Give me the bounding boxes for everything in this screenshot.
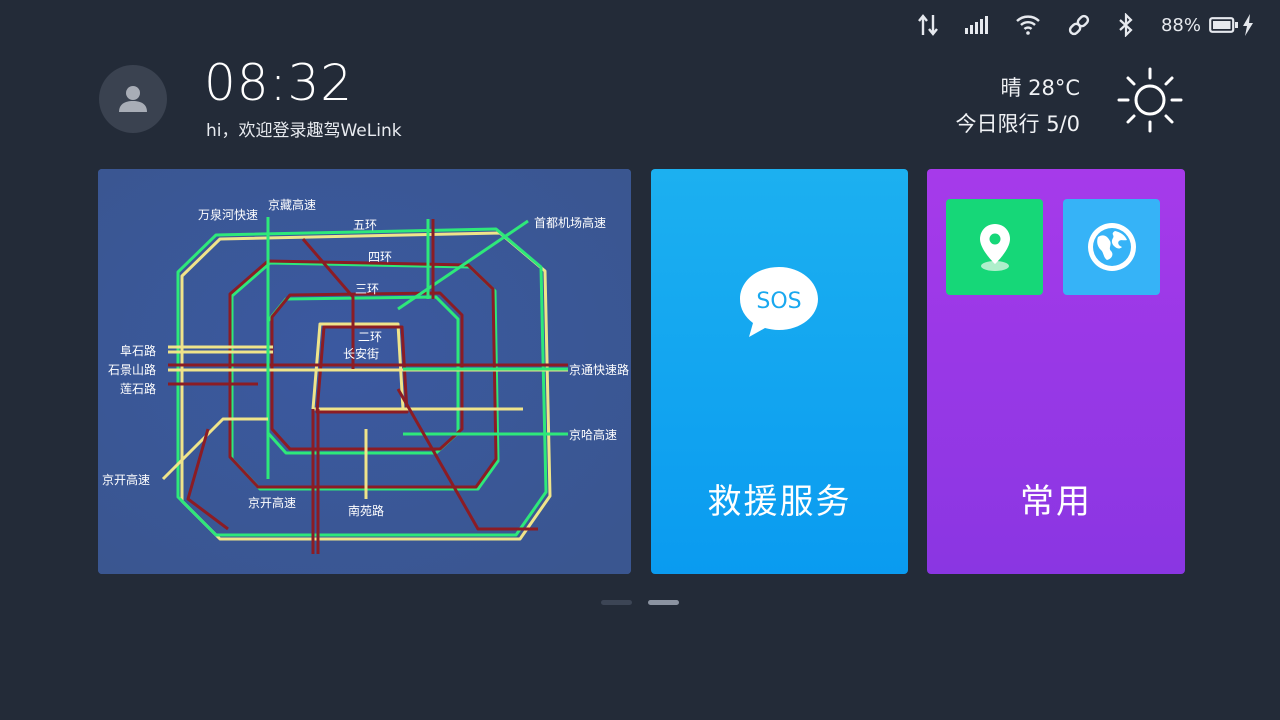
- browser-app-tile[interactable]: [1063, 199, 1160, 295]
- road-fushi: [168, 345, 273, 354]
- signal-icon: [964, 15, 989, 35]
- label-shijingshan: 石景山路: [108, 362, 156, 377]
- rescue-service-card[interactable]: SOS 救援服务: [651, 169, 908, 574]
- road-airport: [397, 219, 529, 311]
- road-jingzang-b: [301, 238, 355, 369]
- road-ring-east: [396, 388, 538, 531]
- road-sanhuan-b: [270, 291, 464, 451]
- road-jingkai-left: [161, 417, 268, 481]
- weather-info[interactable]: 晴 28°C 今日限行 5/0: [956, 70, 1080, 142]
- label-nanyuan: 南苑路: [348, 503, 384, 518]
- sos-text: SOS: [756, 289, 801, 314]
- label-jingkai-left: 京开高速: [102, 472, 150, 487]
- favorites-card[interactable]: 常用: [927, 169, 1185, 574]
- label-jingkai: 京开高速: [248, 495, 296, 510]
- wifi-icon: [1015, 14, 1041, 36]
- clock-time: 08:32: [204, 54, 354, 112]
- data-transfer-icon: [917, 13, 939, 37]
- link-icon: [1067, 13, 1091, 37]
- label-fushi: 阜石路: [120, 343, 156, 358]
- favorites-title: 常用: [1020, 482, 1092, 522]
- label-jingha: 京哈高速: [569, 427, 617, 442]
- page-dot-2[interactable]: [648, 600, 679, 605]
- label-jingzang: 京藏高速: [268, 197, 316, 212]
- label-sihuan: 四环: [368, 250, 392, 264]
- bluetooth-icon: [1117, 13, 1135, 37]
- map-pin-icon: [979, 224, 1010, 271]
- navigation-app-tile[interactable]: [946, 199, 1043, 295]
- weather-text: 晴 28°C: [1000, 76, 1080, 100]
- label-erhuan: 二环: [358, 330, 382, 344]
- user-avatar[interactable]: [99, 65, 167, 133]
- battery-icon: [1209, 14, 1254, 36]
- welcome-text: hi，欢迎登录趣驾WeLink: [206, 121, 402, 141]
- status-bar: 88%: [917, 10, 1254, 40]
- charging-icon: [1243, 14, 1253, 36]
- user-icon: [119, 86, 147, 112]
- battery-percent: 88%: [1160, 14, 1201, 36]
- sos-bubble-icon: SOS: [740, 267, 818, 337]
- sun-icon: [1117, 67, 1183, 137]
- traffic-map-card[interactable]: 万泉河快速 京藏高速 五环 首都机场高速 四环 三环 二环 长安街 阜石路 石景…: [98, 169, 631, 574]
- page-dot-1[interactable]: [601, 600, 632, 605]
- label-jingtong: 京通快速路: [569, 362, 629, 377]
- road-sw: [186, 428, 229, 531]
- traffic-map: 万泉河快速 京藏高速 五环 首都机场高速 四环 三环 二环 长安街 阜石路 石景…: [98, 169, 631, 574]
- label-sanhuan: 三环: [355, 282, 379, 296]
- traffic-restriction-text: 今日限行 5/0: [955, 112, 1080, 136]
- globe-icon: [1087, 223, 1136, 271]
- road-erhuan-b: [315, 325, 409, 414]
- label-shoudu: 首都机场高速: [534, 215, 606, 230]
- label-wuhuan: 五环: [353, 218, 377, 232]
- label-lianshi: 莲石路: [120, 381, 156, 396]
- label-wanquanhe: 万泉河快速: [198, 208, 258, 222]
- page-indicator: [601, 600, 679, 605]
- label-changan: 长安街: [343, 346, 379, 361]
- road-jingkai: [311, 409, 320, 554]
- rescue-service-title: 救援服务: [707, 482, 852, 522]
